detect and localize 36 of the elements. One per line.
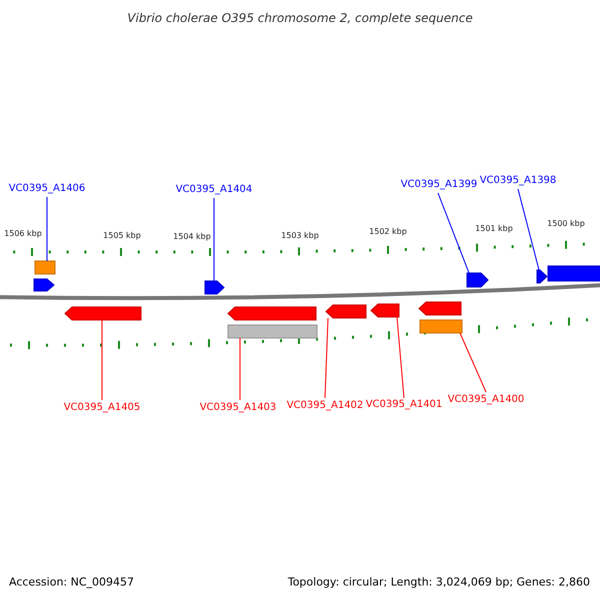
gene-label: VC0395_A1405	[64, 403, 140, 413]
scale-label: 1500 kbp	[547, 220, 585, 228]
gene-feature	[325, 304, 366, 318]
gene-label: VC0395_A1403	[200, 403, 276, 413]
scale-label: 1501 kbp	[475, 225, 513, 233]
leader-line	[438, 192, 470, 274]
scale-label: 1504 kbp	[173, 233, 211, 241]
gene-label: VC0395_A1402	[286, 401, 364, 411]
leader-line	[396, 316, 404, 398]
gene-label: VC0395_A1401	[366, 400, 442, 410]
gene-feature	[34, 278, 55, 292]
feature-block	[228, 324, 318, 338]
leader-line	[460, 332, 486, 392]
gene-feature	[370, 304, 400, 318]
footer-text: Topology: circular; Length: 3,024,069 bp; Genes: 2,860	[288, 576, 590, 588]
gene-feature	[204, 280, 225, 294]
gene-feature	[418, 302, 462, 316]
footer-text: Accession: NC_009457	[9, 576, 134, 588]
leader-line	[46, 196, 48, 262]
leader-line	[324, 318, 328, 398]
gene-feature	[466, 272, 489, 288]
leader-line	[518, 188, 540, 270]
scale-label: 1502 kbp	[369, 228, 407, 236]
scale-label: 1503 kbp	[281, 232, 319, 240]
title: Vibrio cholerae O395 chromosome 2, complete sequence	[127, 12, 473, 24]
gene-label: VC0395_A1399	[400, 180, 478, 190]
scale-label: 1506 kbp	[4, 230, 42, 238]
gene-label: VC0395_A1398	[480, 176, 556, 186]
gene-label: VC0395_A1404	[176, 185, 252, 195]
feature-block	[420, 320, 462, 334]
gene-feature	[227, 306, 316, 320]
gene-label: VC0395_A1406	[8, 184, 86, 194]
scale-label: 1505 kbp	[103, 232, 141, 240]
gene-feature	[64, 306, 142, 320]
gene-label: VC0395_A1400	[448, 395, 524, 405]
feature-block	[34, 260, 56, 274]
